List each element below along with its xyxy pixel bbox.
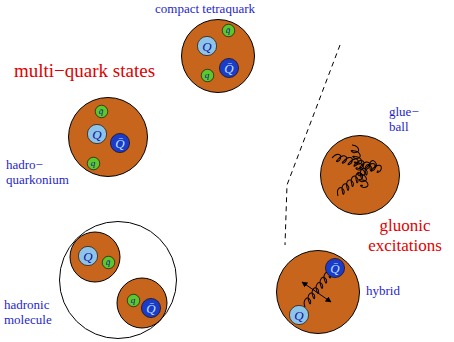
hadron-circle: glue− ball: [320, 135, 400, 215]
quark-ball: q: [201, 69, 214, 82]
label-holder: gluonic excitations: [359, 216, 451, 257]
meson-bubble: [70, 232, 120, 282]
divider-line: [285, 45, 340, 245]
quark-symbol: q̄: [106, 258, 111, 267]
circle-outline: [68, 97, 148, 177]
meson-bubble: [117, 278, 167, 328]
label-holder: hadronic molecule: [4, 298, 62, 328]
quark-symbol: Q̄: [224, 62, 233, 75]
quark-symbol: Q̄: [330, 262, 339, 275]
quark-symbol: Q: [92, 128, 101, 141]
quark-ball: Q: [197, 36, 217, 56]
label-holder: glue− ball: [389, 105, 429, 135]
quark-symbol: Q: [294, 309, 303, 322]
quark-symbol: Q̄: [115, 137, 124, 150]
quark-symbol: Q: [83, 250, 92, 263]
quark-symbol: q̄: [226, 26, 231, 35]
region-title: gluonic excitations: [359, 216, 451, 257]
quark-symbol: q: [131, 296, 136, 305]
quark-ball: q̄: [222, 24, 235, 37]
quark-ball: q̄: [102, 256, 115, 269]
state-label: glue− ball: [389, 105, 429, 135]
hadron-circle: hadro− quarkoniumq̄QQ̄q: [68, 97, 148, 177]
quark-ball: Q: [289, 305, 309, 325]
circle-outline: [276, 250, 360, 334]
quark-ball: Q̄: [110, 133, 130, 153]
label-holder: multi−quark states: [14, 60, 155, 83]
label-holder: hybrid: [366, 284, 400, 299]
quark-symbol: q̄: [99, 107, 104, 116]
quark-symbol: Q: [202, 40, 211, 53]
quark-symbol: q: [91, 159, 96, 168]
state-label: hadronic molecule: [4, 298, 62, 328]
circle-outline: [181, 19, 255, 93]
hadron-circle: hybridQ̄Q: [276, 250, 360, 334]
quark-ball: q: [87, 157, 100, 170]
quark-ball: Q̄: [219, 58, 239, 78]
label-holder: compact tetraquark: [155, 2, 255, 17]
hadron-circle: compact tetraquarkq̄QqQ̄: [181, 19, 255, 93]
quark-ball: q: [127, 294, 140, 307]
quark-ball: Q: [78, 246, 98, 266]
quark-ball: Q: [87, 124, 107, 144]
region-title: multi−quark states: [14, 60, 155, 83]
circle-outline: [320, 135, 400, 215]
quark-symbol: Q̄: [146, 302, 155, 315]
quark-ball: Q̄: [325, 258, 345, 278]
state-label: hybrid: [366, 284, 400, 299]
quark-ball: q̄: [95, 105, 108, 118]
label-holder: hadro− quarkonium: [6, 158, 74, 188]
quark-symbol: q: [205, 71, 210, 80]
state-label: hadro− quarkonium: [6, 158, 74, 188]
quark-ball: Q̄: [141, 298, 161, 318]
state-label: compact tetraquark: [155, 2, 255, 17]
